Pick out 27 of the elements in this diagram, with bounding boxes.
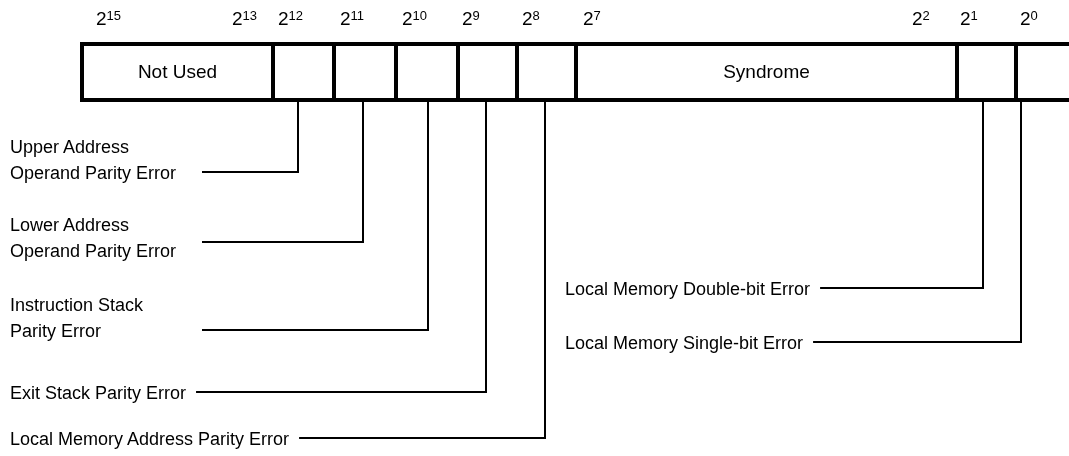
field-label: Not Used xyxy=(137,61,218,83)
bit-weight-label: 2$^{8}$ xyxy=(522,8,540,30)
bit-weight-label: 2$^{12}$ xyxy=(278,8,304,30)
leader-line xyxy=(201,101,299,173)
bit-description: Exit Stack Parity Error xyxy=(10,380,187,406)
bit-description: Lower Address Operand Parity Error xyxy=(10,212,192,264)
bit-weight-label: 2$^{1}$ xyxy=(960,8,978,30)
bit-weight-label: 2$^{0}$ xyxy=(1020,8,1038,30)
leader-line xyxy=(195,101,487,393)
bit-weight-label: 2$^{15}$ xyxy=(96,8,122,30)
bit-description: Local Memory Address Parity Error xyxy=(10,426,290,452)
bit-weight-label: 2$^{13}$ xyxy=(232,8,258,30)
bit-weight-label: 2$^{2}$ xyxy=(912,8,930,30)
bit-description: Upper Address Operand Parity Error xyxy=(10,134,192,186)
bit-weight-label: 2$^{9}$ xyxy=(462,8,480,30)
bit-weight-label: 2$^{10}$ xyxy=(402,8,428,30)
leader-line xyxy=(298,101,546,439)
field-label: Syndrome xyxy=(723,61,810,83)
leader-line xyxy=(812,101,1022,343)
bit-weight-label: 2$^{7}$ xyxy=(583,8,601,30)
leader-line xyxy=(819,101,984,289)
leader-line xyxy=(201,101,429,331)
bit-description: Local Memory Single-bit Error xyxy=(565,330,804,356)
leader-line xyxy=(201,101,364,243)
bit-description: Instruction Stack Parity Error xyxy=(10,292,192,344)
bit-description: Local Memory Double-bit Error xyxy=(565,276,811,302)
bit-weight-label: 2$^{11}$ xyxy=(340,8,365,30)
